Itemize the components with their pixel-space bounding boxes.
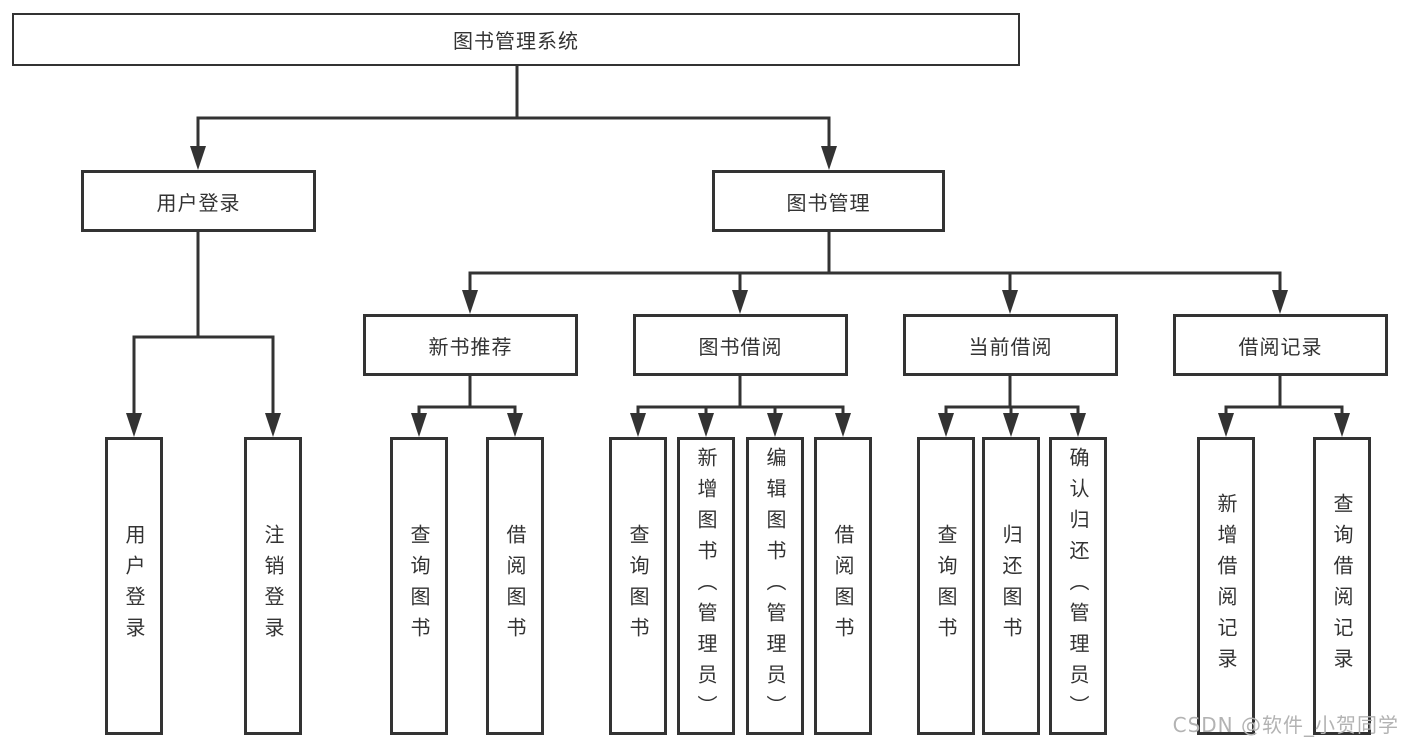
connector-root-to-level2 — [190, 64, 837, 170]
leaf-query-books-borrow: 查询图书 — [609, 437, 667, 735]
leaf-label: 新增图书（管理员） — [694, 446, 718, 726]
leaf-label: 归还图书 — [999, 524, 1023, 648]
leaf-edit-books-admin: 编辑图书（管理员） — [746, 437, 804, 735]
connector-new-book-to-leaves — [411, 374, 523, 437]
leaf-label: 查询图书 — [934, 524, 958, 648]
node-new-book-recommend: 新书推荐 — [363, 314, 578, 376]
node-label: 借阅记录 — [1238, 334, 1323, 359]
leaf-query-borrow-record: 查询借阅记录 — [1313, 437, 1371, 735]
node-borrowing-records: 借阅记录 — [1173, 314, 1388, 376]
leaf-label: 用户登录 — [122, 524, 146, 648]
node-book-management: 图书管理 — [712, 170, 945, 232]
node-label: 用户登录 — [156, 190, 241, 215]
leaf-confirm-return-admin: 确认归还（管理员） — [1049, 437, 1107, 735]
leaf-label: 确认归还（管理员） — [1066, 446, 1090, 726]
leaf-label: 查询图书 — [407, 524, 431, 648]
leaf-logout-login: 注销登录 — [244, 437, 302, 735]
node-library-management-system: 图书管理系统 — [12, 13, 1020, 66]
leaf-label: 借阅图书 — [503, 524, 527, 648]
node-user-login: 用户登录 — [81, 170, 316, 232]
node-label: 当前借阅 — [968, 334, 1053, 359]
leaf-label: 新增借阅记录 — [1214, 493, 1238, 679]
leaf-user-login: 用户登录 — [105, 437, 163, 735]
connector-borrow-record-to-leaves — [1218, 374, 1350, 437]
connector-book-borrow-to-leaves — [630, 374, 851, 437]
connector-current-borrow-to-leaves — [938, 374, 1086, 437]
leaf-label: 注销登录 — [261, 524, 285, 648]
leaf-label: 编辑图书（管理员） — [763, 446, 787, 726]
leaf-query-books-current: 查询图书 — [917, 437, 975, 735]
csdn-watermark: CSDN @软件_小贺同学 — [1172, 713, 1399, 737]
leaf-label: 查询借阅记录 — [1330, 493, 1354, 679]
leaf-borrow-books-borrow: 借阅图书 — [814, 437, 872, 735]
leaf-borrow-books-newbook: 借阅图书 — [486, 437, 544, 735]
connector-user-login-to-leaves — [126, 230, 281, 437]
node-book-borrowing: 图书借阅 — [633, 314, 848, 376]
leaf-add-borrow-record: 新增借阅记录 — [1197, 437, 1255, 735]
leaf-label: 借阅图书 — [831, 524, 855, 648]
node-label: 图书借阅 — [698, 334, 783, 359]
node-label: 图书管理 — [786, 190, 871, 215]
leaf-add-books-admin: 新增图书（管理员） — [677, 437, 735, 735]
leaf-return-books: 归还图书 — [982, 437, 1040, 735]
node-label: 新书推荐 — [428, 334, 513, 359]
leaf-query-books-newbook: 查询图书 — [390, 437, 448, 735]
leaf-label: 查询图书 — [626, 524, 650, 648]
node-label: 图书管理系统 — [453, 29, 579, 53]
connector-book-mgmt-to-level3 — [462, 230, 1288, 314]
node-current-borrowing: 当前借阅 — [903, 314, 1118, 376]
